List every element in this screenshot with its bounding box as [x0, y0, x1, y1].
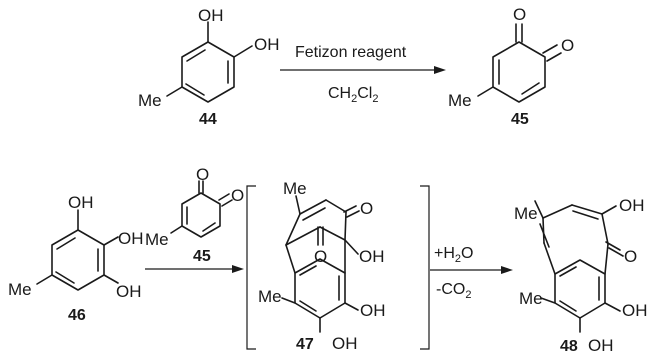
coreactant-45-structure — [170, 180, 233, 238]
compound-48-oh-label: OH — [622, 301, 648, 320]
compound-48-number: 48 — [560, 338, 578, 355]
reagent-label: Fetizon reagent — [295, 44, 407, 61]
compound-45-methyl-label: Me — [448, 91, 472, 110]
compound-44-oh-label: OH — [254, 35, 280, 54]
coreactant-45-oxo-label: O — [196, 165, 209, 184]
compound-48-structure — [534, 200, 624, 333]
compound-47-methyl-label: Me — [258, 287, 282, 306]
reaction-arrow-3 — [430, 266, 513, 274]
compound-47-oxo-label: O — [360, 199, 373, 218]
compound-45-oxo-label: O — [513, 5, 526, 24]
reaction-arrow-1 — [280, 66, 446, 74]
compound-48-methyl-label: Me — [519, 289, 543, 308]
coreactant-45-methyl-label: Me — [145, 230, 169, 249]
compound-46-structure — [36, 209, 119, 291]
compound-45-number: 45 — [511, 111, 529, 128]
compound-44-number: 44 — [199, 111, 217, 128]
solvent-label: CH2Cl2 — [328, 85, 378, 105]
compound-47-bridge-oxo-label: O — [314, 247, 327, 266]
compound-44-oh-label: OH — [198, 6, 224, 25]
coreactant-45-number: 45 — [193, 248, 211, 265]
decarboxylation-condition-label: -CO2 — [436, 281, 471, 301]
compound-44-structure — [166, 21, 253, 103]
compound-48-methyl-label: Me — [514, 204, 538, 223]
compound-46-oh-label: OH — [116, 282, 142, 301]
coreactant-45-oxo-label: O — [231, 186, 244, 205]
compound-47-methyl-label: Me — [283, 179, 307, 198]
compound-45-structure — [477, 23, 562, 103]
compound-47-number: 47 — [296, 336, 314, 353]
compound-44-methyl-label: Me — [138, 91, 162, 110]
compound-48-oh-label: OH — [588, 336, 614, 355]
compound-46-oh-label: OH — [118, 229, 144, 248]
intermediate-brackets — [246, 185, 430, 350]
compound-47-oh-label: OH — [359, 247, 385, 266]
compound-46-oh-label: OH — [68, 193, 94, 212]
compound-48-oxo-label: O — [624, 247, 637, 266]
compound-47-oh-label: OH — [332, 334, 358, 353]
compound-47-oh-label: OH — [360, 301, 386, 320]
compound-46-methyl-label: Me — [8, 280, 32, 299]
water-condition-label: +H2O — [434, 245, 473, 265]
reaction-arrow-2 — [145, 265, 244, 273]
compound-47-structure — [281, 195, 360, 333]
compound-45-oxo-label: O — [561, 36, 574, 55]
compound-48-oh-label: OH — [619, 196, 645, 215]
compound-46-number: 46 — [68, 307, 86, 324]
